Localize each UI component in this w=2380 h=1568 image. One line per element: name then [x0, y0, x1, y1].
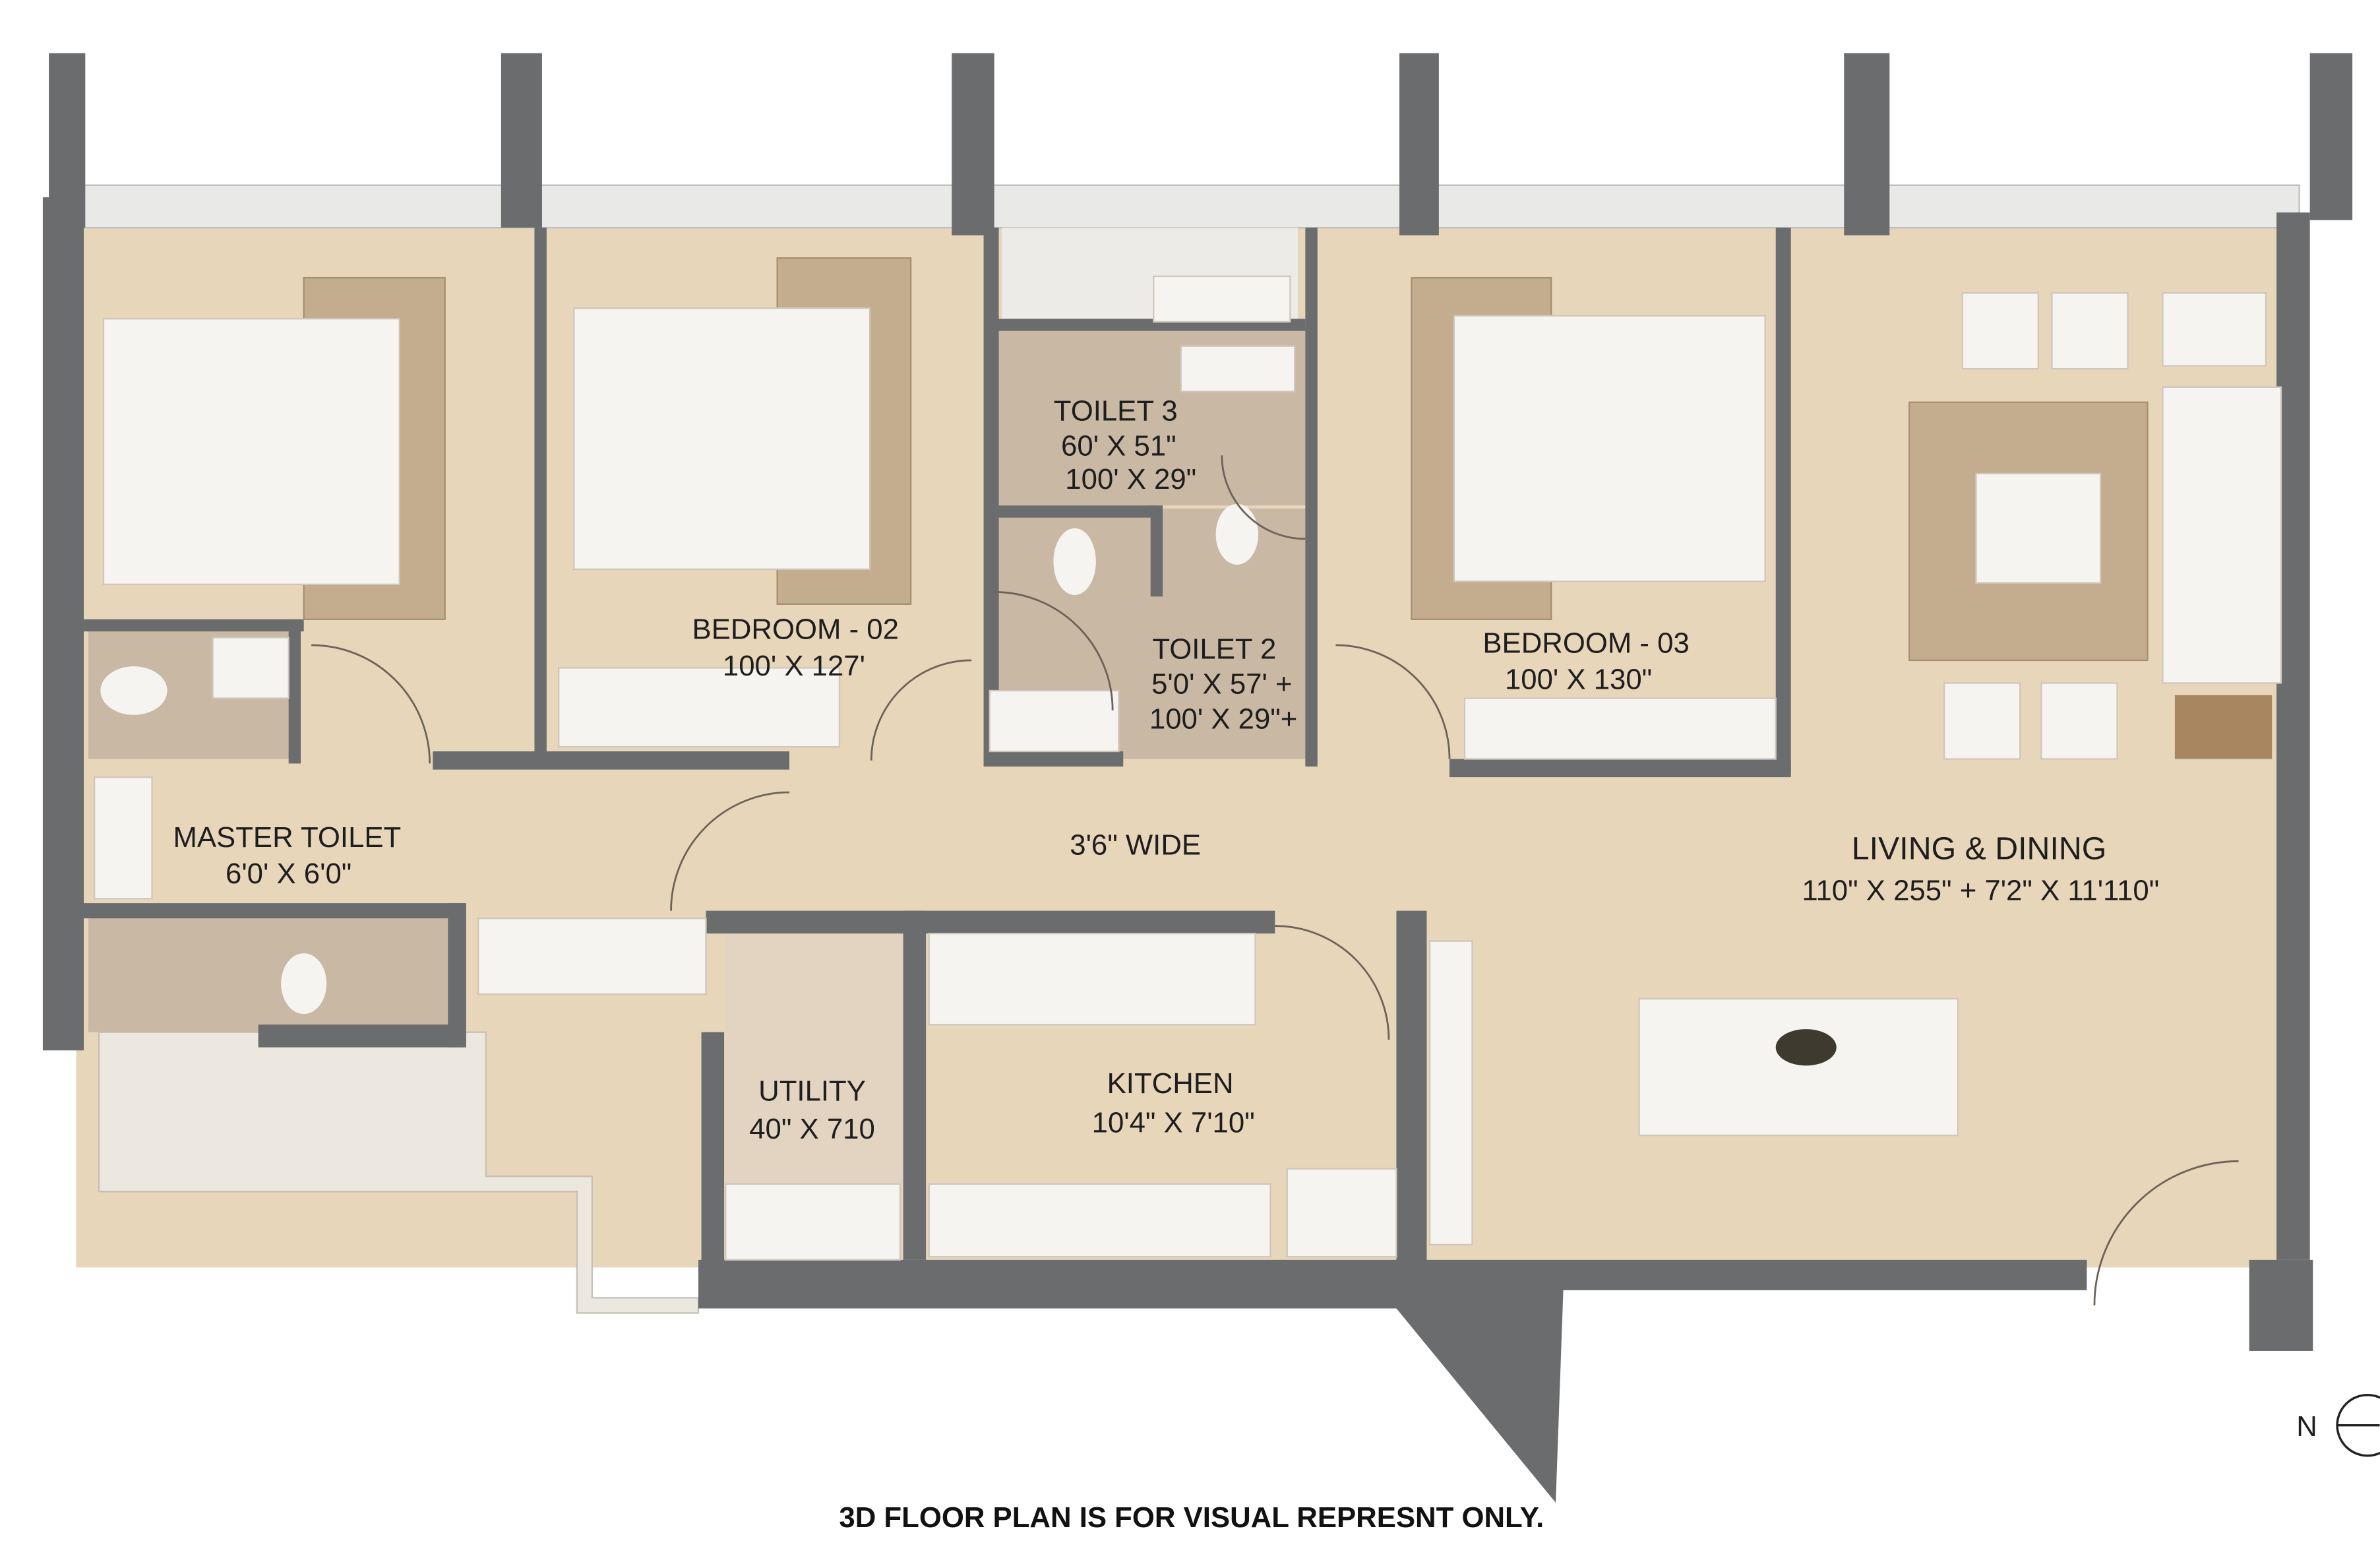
toilet-2-size-2: 100' X 29"+ [1149, 703, 1297, 736]
north-label: N [2296, 1410, 2317, 1443]
toilet-2-label: TOILET 2 [1152, 633, 1276, 666]
master-toilet-label: MASTER TOILET [173, 821, 401, 854]
passage-width-label: 3'6" WIDE [1070, 829, 1201, 861]
bedroom-03-label: BEDROOM - 03 [1482, 627, 1689, 659]
master-toilet-size: 6'0' X 6'0" [226, 858, 351, 890]
master-toilet-wc-floor [88, 910, 453, 1032]
door-swings [311, 455, 2239, 1305]
north-indicator: N [2296, 1393, 2380, 1457]
disclaimer: 3D FLOOR PLAN IS FOR VISUAL REPRESNT ONL… [839, 1501, 1544, 1534]
bedroom-03-size: 100' X 130" [1505, 664, 1652, 696]
furniture [93, 257, 2282, 1261]
toilet-3-size-2: 100' X 29" [1065, 463, 1196, 495]
bedroom-02-label: BEDROOM - 02 [692, 613, 899, 646]
living-dining-label: LIVING & DINING [1852, 831, 2107, 866]
utility-label: UTILITY [758, 1075, 866, 1107]
kitchen-size: 10'4" X 7'10" [1092, 1107, 1255, 1139]
utility-size: 40" X 710 [749, 1113, 875, 1145]
kitchen-label: KITCHEN [1107, 1067, 1234, 1100]
walls [42, 53, 2353, 1503]
window-strip [82, 184, 2300, 229]
toilet-3-size-1: 60' X 51" [1061, 429, 1176, 462]
bedroom-02-size: 100' X 127' [723, 650, 865, 682]
toilet-3-label: TOILET 3 [1054, 394, 1178, 427]
living-dining-size: 110" X 255" + 7'2" X 11'110" [1802, 875, 2159, 907]
toilet-2-size-1: 5'0' X 57' + [1151, 668, 1292, 701]
